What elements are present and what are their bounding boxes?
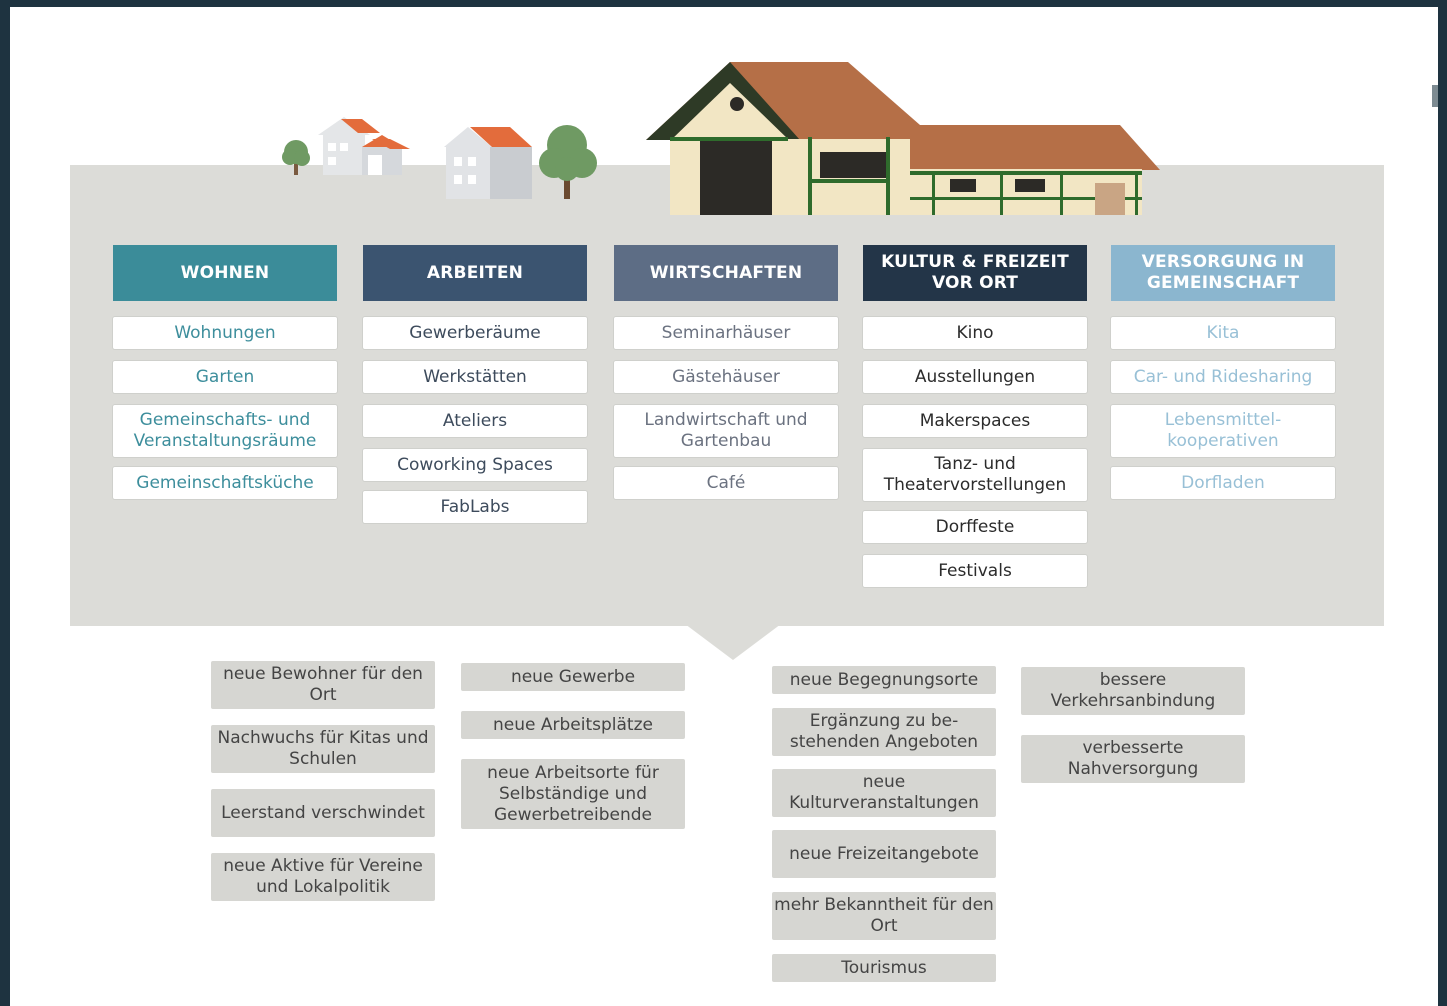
category-header: WIRTSCHAFTEN bbox=[614, 245, 838, 301]
farmhouse-icon bbox=[646, 62, 1160, 215]
category-item: Werkstätten bbox=[363, 361, 587, 393]
scrollbar-marker bbox=[1432, 85, 1438, 107]
category-item: FabLabs bbox=[363, 491, 587, 523]
outcome-box: verbesserte Nahversorgung bbox=[1021, 735, 1245, 783]
category-item: Festivals bbox=[863, 555, 1087, 587]
outcome-box: neue Kulturveranstaltungen bbox=[772, 769, 996, 817]
category-item: Landwirtschaft und Gartenbau bbox=[614, 405, 838, 457]
house-icon bbox=[444, 127, 532, 199]
category-header: KULTUR & FREIZEIT VOR ORT bbox=[863, 245, 1087, 301]
outcome-box: Leerstand verschwindet bbox=[211, 789, 435, 837]
category-item: Gemeinschafts- und Veranstaltungsräume bbox=[113, 405, 337, 457]
outcome-box: neue Aktive für Vereine und Lokalpolitik bbox=[211, 853, 435, 901]
category-item: Kita bbox=[1111, 317, 1335, 349]
outcome-box: Ergänzung zu be-stehenden Angeboten bbox=[772, 708, 996, 756]
category-item: Ausstellungen bbox=[863, 361, 1087, 393]
category-item: Car- und Ridesharing bbox=[1111, 361, 1335, 393]
outcome-box: neue Begegnungsorte bbox=[772, 666, 996, 694]
category-item: Garten bbox=[113, 361, 337, 393]
category-item: Tanz- und Theatervorstellungen bbox=[863, 449, 1087, 501]
tree-icon bbox=[539, 125, 597, 199]
outcome-box: neue Freizeitangebote bbox=[772, 830, 996, 878]
village-illustration bbox=[282, 62, 1160, 215]
panel-pointer bbox=[685, 624, 781, 660]
category-item: Dorffeste bbox=[863, 511, 1087, 543]
category-item: Makerspaces bbox=[863, 405, 1087, 437]
outcome-box: bessere Verkehrsanbindung bbox=[1021, 667, 1245, 715]
category-item: Ateliers bbox=[363, 405, 587, 437]
outcome-box: neue Arbeitsorte für Selbständige und Ge… bbox=[461, 759, 685, 829]
category-item: Gewerberäume bbox=[363, 317, 587, 349]
outcome-box: Nachwuchs für Kitas und Schulen bbox=[211, 725, 435, 773]
category-item: Dorfladen bbox=[1111, 467, 1335, 499]
category-header: WOHNEN bbox=[113, 245, 337, 301]
outcome-box: mehr Bekanntheit für den Ort bbox=[772, 892, 996, 940]
category-item: Gästehäuser bbox=[614, 361, 838, 393]
outcome-box: neue Arbeitsplätze bbox=[461, 711, 685, 739]
categories-panel bbox=[70, 165, 1384, 626]
tree-icon bbox=[282, 140, 310, 175]
category-item: Café bbox=[614, 467, 838, 499]
category-item: Kino bbox=[863, 317, 1087, 349]
category-item: Gemeinschaftsküche bbox=[113, 467, 337, 499]
category-item: Coworking Spaces bbox=[363, 449, 587, 481]
category-item: Seminarhäuser bbox=[614, 317, 838, 349]
outcome-box: neue Bewohner für den Ort bbox=[211, 661, 435, 709]
category-item: Wohnungen bbox=[113, 317, 337, 349]
category-header: VERSORGUNG IN GEMEINSCHAFT bbox=[1111, 245, 1335, 301]
outcome-box: Tourismus bbox=[772, 954, 996, 982]
outcome-box: neue Gewerbe bbox=[461, 663, 685, 691]
category-item: Lebensmittel-kooperativen bbox=[1111, 405, 1335, 457]
category-header: ARBEITEN bbox=[363, 245, 587, 301]
house-icon bbox=[318, 117, 410, 175]
